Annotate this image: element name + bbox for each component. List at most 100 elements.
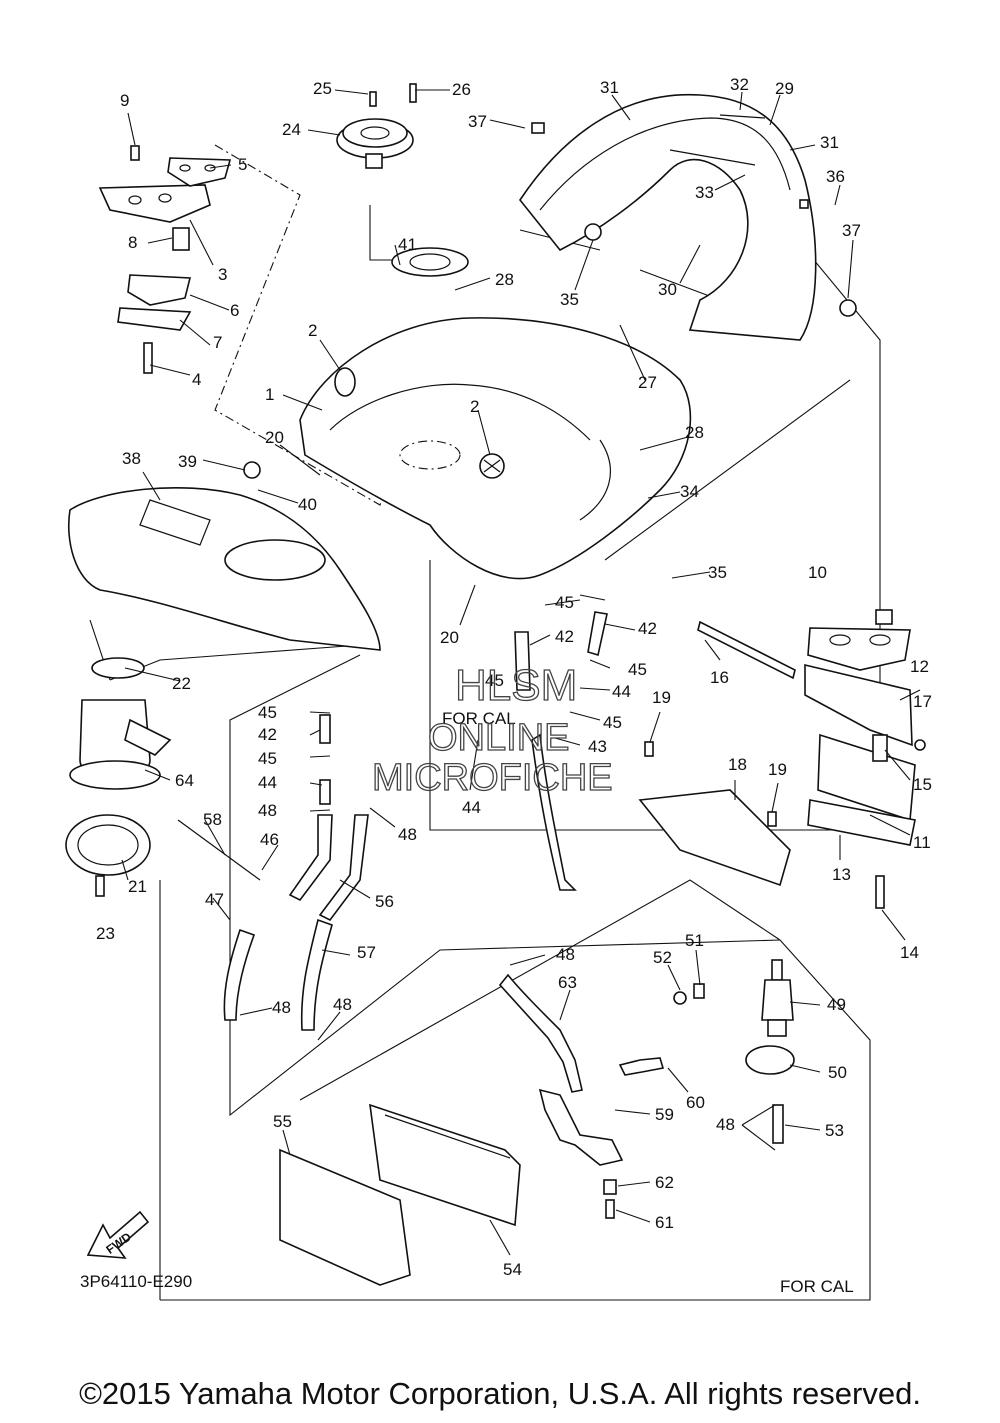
tail-cover <box>519 93 857 341</box>
callout-number: 27 <box>638 373 657 392</box>
watermark: HLSM ONLINE MICROFICHE <box>371 660 613 799</box>
callout-number: 33 <box>695 183 714 202</box>
callout-number: 48 <box>258 801 277 820</box>
callout-number: 26 <box>452 80 471 99</box>
callout-number: 2 <box>308 321 317 340</box>
callout-number: 32 <box>730 75 749 94</box>
callout-number: 31 <box>820 133 839 152</box>
callout-number: 48 <box>272 998 291 1017</box>
callout-number: 48 <box>556 945 575 964</box>
callout-number: 19 <box>768 760 787 779</box>
callout-number: 50 <box>828 1063 847 1082</box>
callout-number: 23 <box>96 924 115 943</box>
callout-number: 44 <box>612 682 631 701</box>
callout-number: 51 <box>685 931 704 950</box>
callout-number: 53 <box>825 1121 844 1140</box>
fuel-cap <box>336 83 417 169</box>
watermark-line: ONLINE <box>428 717 569 759</box>
leader-lines <box>121 89 921 1256</box>
callout-number: 1 <box>265 385 274 404</box>
callout-number: 35 <box>708 563 727 582</box>
callout-number: 19 <box>652 688 671 707</box>
for-cal-label: FOR CAL <box>780 1277 854 1296</box>
callout-number: 20 <box>440 628 459 647</box>
callout-number: 28 <box>495 270 514 289</box>
diagram-code: 3P64110-E290 <box>80 1272 192 1291</box>
callout-number: 54 <box>503 1260 522 1279</box>
copyright-notice: ©2015 Yamaha Motor Corporation, U.S.A. A… <box>79 1376 921 1411</box>
callout-number: 57 <box>357 943 376 962</box>
callout-number: 59 <box>655 1105 674 1124</box>
callout-number: 7 <box>213 333 222 352</box>
callout-number: 45 <box>258 749 277 768</box>
callout-number: 62 <box>655 1173 674 1192</box>
callout-number: 47 <box>205 890 224 909</box>
callout-number: 48 <box>398 825 417 844</box>
callout-number: 24 <box>282 120 301 139</box>
callout-number: 3 <box>218 265 227 284</box>
callout-number: 11 <box>913 833 931 852</box>
callout-number: 42 <box>638 619 657 638</box>
callout-number: 40 <box>298 495 317 514</box>
callout-number: 8 <box>128 233 137 252</box>
callout-number: 21 <box>128 877 147 896</box>
seat-bracket <box>98 145 232 374</box>
callout-number: 37 <box>468 112 487 131</box>
watermark-line: MICROFICHE <box>372 757 613 799</box>
fuel-tank <box>299 247 692 580</box>
callout-number: 64 <box>175 771 194 790</box>
callout-number: 43 <box>588 737 607 756</box>
callout-number: 42 <box>258 725 277 744</box>
hoses <box>177 611 608 1093</box>
callout-number: 45 <box>485 671 504 690</box>
side-cover <box>68 461 381 651</box>
callout-number: 30 <box>658 280 677 299</box>
callout-number: 46 <box>260 830 279 849</box>
callout-number: 31 <box>600 78 619 97</box>
callout-number: 61 <box>655 1213 674 1232</box>
callout-number: 42 <box>555 627 574 646</box>
fuel-pump <box>65 657 172 897</box>
callout-number: 15 <box>913 775 932 794</box>
callout-number: 17 <box>913 692 932 711</box>
callout-number: 63 <box>558 973 577 992</box>
callout-number: 6 <box>230 301 239 320</box>
callout-number: 60 <box>686 1093 705 1112</box>
callout-number: 39 <box>178 452 197 471</box>
callout-number: 34 <box>680 482 699 501</box>
callout-number: 48 <box>333 995 352 1014</box>
callout-number: 44 <box>462 798 481 817</box>
callout-number: 44 <box>258 773 277 792</box>
callout-number: 56 <box>375 892 394 911</box>
callout-number: 5 <box>238 155 247 174</box>
callout-number: 37 <box>842 221 861 240</box>
callout-number: 35 <box>560 290 579 309</box>
callout-number: 58 <box>203 810 222 829</box>
callout-number: 10 <box>808 563 827 582</box>
callout-number: 41 <box>398 235 417 254</box>
callout-number: 9 <box>120 91 129 110</box>
for-cal-label: FOR CAL <box>442 709 516 728</box>
callout-number: 29 <box>775 79 794 98</box>
callout-number: 45 <box>555 593 574 612</box>
callout-number: 20 <box>265 428 284 447</box>
callout-number: 45 <box>258 703 277 722</box>
callout-number: 4 <box>192 370 201 389</box>
watermark-line: HLSM <box>455 661 577 710</box>
callout-number: 55 <box>273 1112 292 1131</box>
callout-number: 12 <box>910 657 929 676</box>
callout-number: 13 <box>832 865 851 884</box>
callout-number: 49 <box>827 995 846 1014</box>
callout-number: 28 <box>685 423 704 442</box>
brackets <box>638 609 926 909</box>
callout-number: 45 <box>628 660 647 679</box>
callout-number: 48 <box>716 1115 735 1134</box>
callout-number: 14 <box>900 943 919 962</box>
callout-number: 52 <box>653 948 672 967</box>
callout-number: 38 <box>122 449 141 468</box>
canister-assembly <box>279 1057 665 1286</box>
callout-numbers: 1 2 2 3 4 5 6 7 8 9 10 11 12 13 14 15 16… <box>96 75 932 1279</box>
callout-number: 2 <box>470 397 479 416</box>
fwd-arrow-icon <box>86 1210 150 1259</box>
